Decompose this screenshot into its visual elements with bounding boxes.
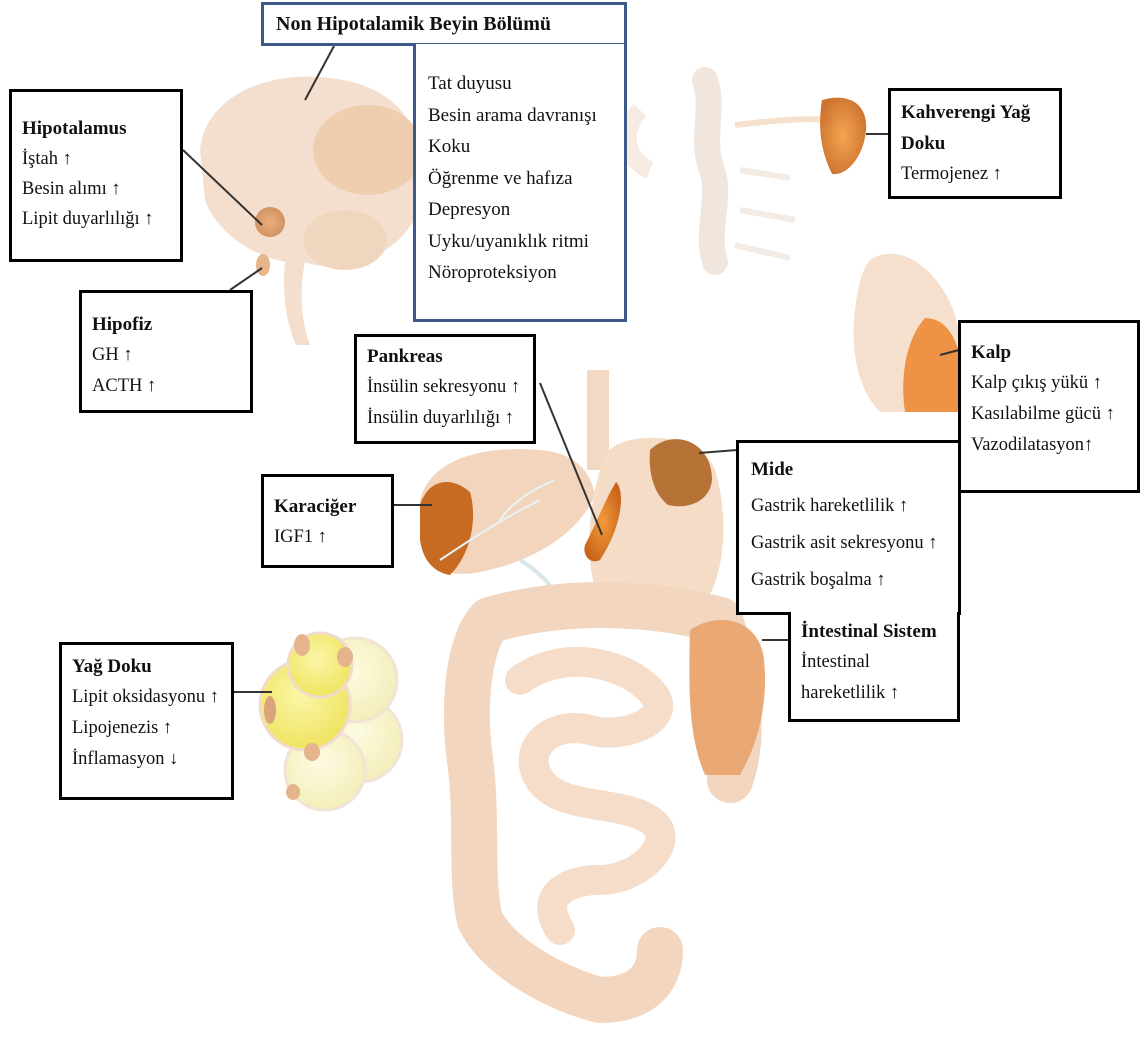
- list-item: Nöroproteksiyon: [428, 257, 624, 289]
- list-item: Termojenez ↑: [901, 159, 1049, 190]
- list-item: Lipit oksidasyonu ↑: [72, 682, 221, 713]
- non-hypothalamic-title-box: Non Hipotalamik Beyin Bölümü: [261, 2, 627, 46]
- digestive-illustration: [420, 370, 765, 1000]
- non-hypothalamic-list: Tat duyusu Besin arama davranışı Koku Öğ…: [413, 44, 627, 322]
- list-item: Lipojenezis ↑: [72, 713, 221, 744]
- fat-cells-illustration: [260, 633, 402, 810]
- list-item: Koku: [428, 131, 624, 163]
- adipose-box: Yağ Doku Lipit oksidasyonu ↑ Lipojenezis…: [59, 642, 234, 800]
- box-title: Kalp: [971, 337, 1127, 368]
- list-item: Gastrik asit sekresyonu ↑: [751, 525, 948, 562]
- list-item: Uyku/uyanıklık ritmi: [428, 226, 624, 258]
- box-title: Hipofiz: [92, 309, 240, 340]
- pancreas-box: Pankreas İnsülin sekresyonu ↑ İnsülin du…: [354, 334, 536, 444]
- non-hypothalamic-title: Non Hipotalamik Beyin Bölümü: [276, 13, 551, 35]
- list-item: Gastrik boşalma ↑: [751, 562, 948, 599]
- list-item: Gastrik hareketlilik ↑: [751, 488, 948, 525]
- list-item: İnsülin sekresyonu ↑: [367, 372, 523, 403]
- brown-fat-shape: [820, 98, 866, 174]
- list-item: Kalp çıkış yükü ↑: [971, 368, 1127, 399]
- list-item: İnsülin duyarlılığı ↑: [367, 403, 523, 434]
- list-item: IGF1 ↑: [274, 522, 381, 553]
- box-title: Karaciğer: [274, 491, 381, 522]
- list-item: Tat duyusu: [428, 68, 624, 100]
- box-title: Doku: [901, 128, 1049, 159]
- list-item: GH ↑: [92, 340, 240, 371]
- box-title: Hipotalamus: [22, 114, 170, 144]
- list-item: ACTH ↑: [92, 371, 240, 402]
- heart-illustration: [854, 254, 963, 412]
- list-item: Lipit duyarlılığı ↑: [22, 204, 170, 234]
- hypothalamus-box: Hipotalamus İştah ↑ Besin alımı ↑ Lipit …: [9, 89, 183, 262]
- pituitary-box: Hipofiz GH ↑ ACTH ↑: [79, 290, 253, 413]
- intestinal-box: İntestinal Sistem İntestinal hareketlili…: [788, 612, 960, 722]
- box-title: Kahverengi Yağ: [901, 97, 1049, 128]
- stomach-box: Mide Gastrik hareketlilik ↑ Gastrik asit…: [736, 440, 961, 615]
- liver-box: Karaciğer IGF1 ↑: [261, 474, 394, 568]
- list-item: İnflamasyon ↓: [72, 744, 221, 775]
- list-item: İntestinal: [801, 647, 947, 678]
- list-item: Vazodilatasyon↑: [971, 430, 1127, 461]
- brown-fat-box: Kahverengi Yağ Doku Termojenez ↑: [888, 88, 1062, 199]
- spine-illustration: [628, 80, 830, 262]
- list-item: Kasılabilme gücü ↑: [971, 399, 1127, 430]
- box-title: İntestinal Sistem: [801, 616, 947, 647]
- box-title: Pankreas: [367, 341, 523, 372]
- box-title: Yağ Doku: [72, 651, 221, 682]
- list-item: Besin arama davranışı: [428, 100, 624, 132]
- list-item: İştah ↑: [22, 144, 170, 174]
- list-item: hareketlilik ↑: [801, 678, 947, 709]
- box-title: Mide: [751, 451, 948, 488]
- list-item: Besin alımı ↑: [22, 174, 170, 204]
- list-item: Öğrenme ve hafıza: [428, 163, 624, 195]
- heart-box: Kalp Kalp çıkış yükü ↑ Kasılabilme gücü …: [958, 320, 1140, 493]
- list-item: Depresyon: [428, 194, 624, 226]
